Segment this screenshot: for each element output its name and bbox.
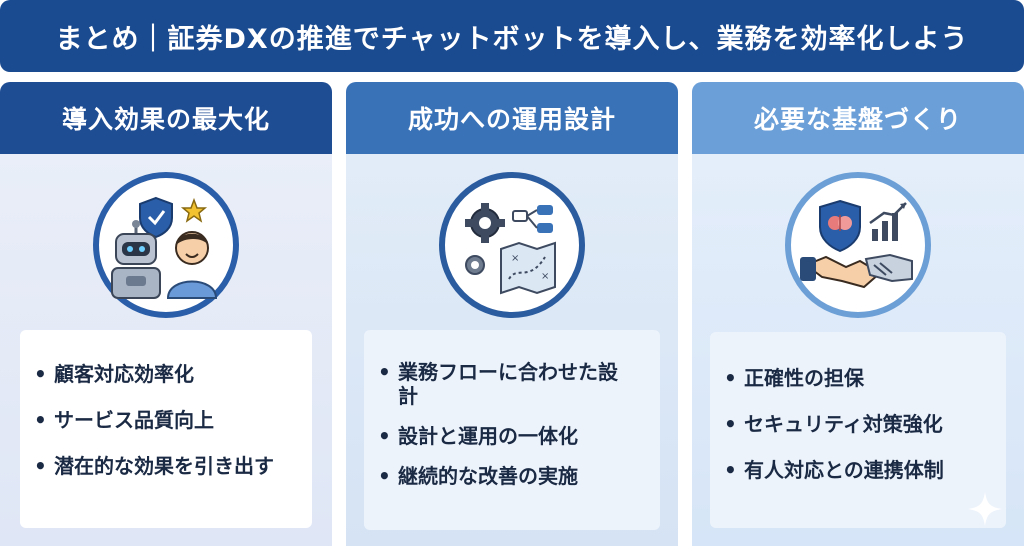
list-item: •セキュリティ対策強化 xyxy=(724,412,943,436)
svg-text:×: × xyxy=(511,253,519,264)
bullet-list: •業務フローに合わせた設計 •設計と運用の一体化 •継続的な改善の実施 xyxy=(364,330,660,530)
column-body: •正確性の担保 •セキュリティ対策強化 •有人対応との連携体制 xyxy=(692,154,1024,546)
column-title: 必要な基盤づくり xyxy=(692,82,1024,154)
robot-and-person-icon xyxy=(93,172,239,318)
column-operation-design: 成功への運用設計 xyxy=(346,82,678,546)
bullet-list: •顧客対応効率化 •サービス品質向上 •潜在的な効果を引き出す xyxy=(20,330,312,528)
column-foundation: 必要な基盤づくり xyxy=(692,82,1024,546)
list-item: •業務フローに合わせた設計 xyxy=(378,360,618,408)
column-body: × × •業務フローに合わせた設計 •設計と運用の一体化 •継続的な改善の実施 xyxy=(346,154,678,546)
page-title: まとめ｜証券DXの推進でチャットボットを導入し、業務を効率化しよう xyxy=(0,0,1024,72)
list-item: •正確性の担保 xyxy=(724,366,864,390)
list-item: •サービス品質向上 xyxy=(34,408,214,432)
column-title: 導入効果の最大化 xyxy=(0,82,332,154)
list-item: •顧客対応効率化 xyxy=(34,362,194,386)
sparkle-icon xyxy=(968,492,1002,526)
svg-text:×: × xyxy=(541,271,549,282)
list-item: •有人対応との連携体制 xyxy=(724,458,944,482)
list-item: •潜在的な効果を引き出す xyxy=(34,454,274,478)
bullet-list: •正確性の担保 •セキュリティ対策強化 •有人対応との連携体制 xyxy=(710,332,1006,528)
list-item: •継続的な改善の実施 xyxy=(378,464,578,488)
shield-brain-handshake-icon xyxy=(785,172,931,318)
column-body: •顧客対応効率化 •サービス品質向上 •潜在的な効果を引き出す xyxy=(0,154,332,546)
list-item: •設計と運用の一体化 xyxy=(378,424,578,448)
column-impact: 導入効果の最大化 xyxy=(0,82,332,546)
column-title: 成功への運用設計 xyxy=(346,82,678,154)
gears-and-flowchart-icon: × × xyxy=(439,172,585,318)
